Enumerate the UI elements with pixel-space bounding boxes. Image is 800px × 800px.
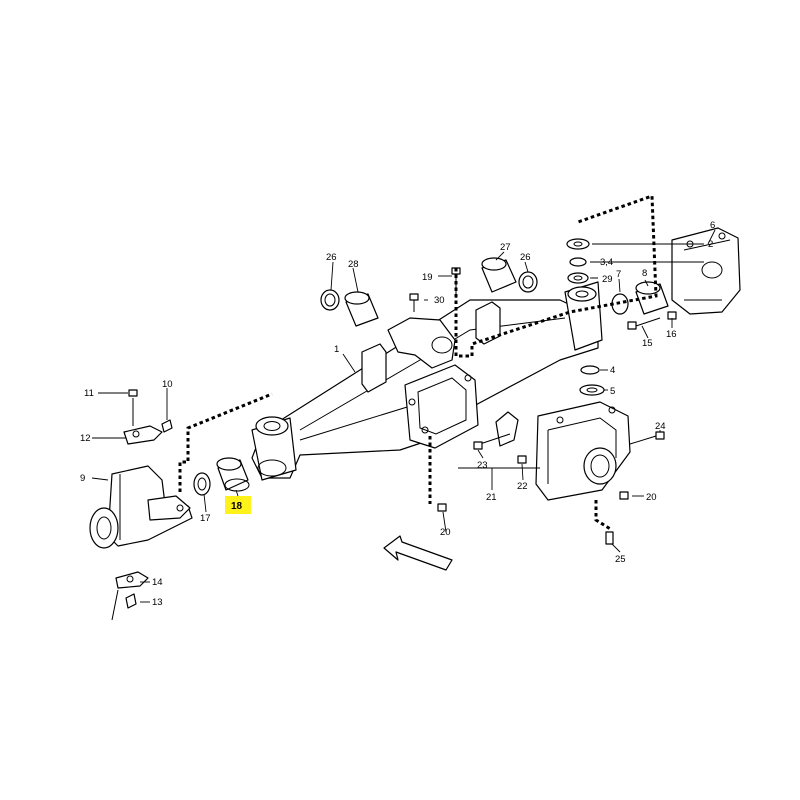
callout-18: 18 bbox=[231, 501, 243, 512]
bushing bbox=[216, 457, 250, 492]
callout-17: 17 bbox=[200, 513, 211, 524]
carrier-housing bbox=[535, 401, 631, 501]
callout-26-right: 26 bbox=[520, 252, 531, 263]
callout-20-right: 20 bbox=[646, 492, 657, 503]
callout-7: 7 bbox=[616, 269, 621, 280]
callout-29: 29 bbox=[602, 274, 613, 285]
highlight-box bbox=[225, 496, 251, 514]
callout-28: 28 bbox=[348, 259, 359, 270]
callout-1: 1 bbox=[334, 344, 339, 355]
bushing-bracket bbox=[611, 281, 669, 315]
callout-12: 12 bbox=[80, 433, 91, 444]
callout-20-left: 20 bbox=[440, 527, 451, 538]
callout-24: 24 bbox=[655, 421, 666, 432]
callout-labels: 1 2 3,4 29 4 5 6 7 8 9 10 11 12 13 14 15… bbox=[80, 220, 715, 608]
callout-9: 9 bbox=[80, 473, 85, 484]
leader-lines bbox=[91, 229, 716, 603]
callout-16: 16 bbox=[666, 329, 677, 340]
callout-6: 6 bbox=[710, 220, 715, 231]
callout-25: 25 bbox=[615, 554, 626, 565]
callout-5: 5 bbox=[610, 386, 615, 397]
callout-4: 4 bbox=[610, 365, 615, 376]
seal-ring bbox=[320, 289, 340, 311]
seal-ring-right bbox=[518, 271, 538, 293]
callout-14: 14 bbox=[152, 577, 163, 588]
bushing-upper bbox=[344, 291, 379, 327]
direction-arrow bbox=[383, 535, 453, 571]
callout-10: 10 bbox=[162, 379, 173, 390]
callout-21: 21 bbox=[486, 492, 497, 503]
bracket-right bbox=[671, 227, 741, 315]
callout-11: 11 bbox=[84, 388, 94, 399]
callout-8: 8 bbox=[642, 268, 647, 279]
bushing-right bbox=[481, 257, 517, 293]
assembly-guide-lines bbox=[178, 193, 658, 532]
callout-26-left: 26 bbox=[326, 252, 337, 263]
callout-30: 30 bbox=[434, 295, 445, 306]
washer-stack bbox=[566, 238, 605, 396]
callout-27: 27 bbox=[500, 242, 511, 253]
callout-22: 22 bbox=[517, 481, 528, 492]
steering-knuckle bbox=[89, 465, 193, 549]
thrust-washer bbox=[193, 472, 211, 496]
callout-19: 19 bbox=[422, 272, 433, 283]
grease-nipple bbox=[125, 419, 173, 609]
axle-beam bbox=[251, 281, 603, 481]
bolt-nut bbox=[627, 311, 677, 330]
clamp bbox=[473, 411, 527, 464]
callout-2: 2 bbox=[708, 239, 713, 250]
callout-13: 13 bbox=[152, 597, 163, 608]
callout-3-4: 3,4 bbox=[600, 257, 613, 268]
upper-arm bbox=[123, 389, 163, 445]
callout-23: 23 bbox=[477, 460, 488, 471]
callout-15: 15 bbox=[642, 338, 653, 349]
